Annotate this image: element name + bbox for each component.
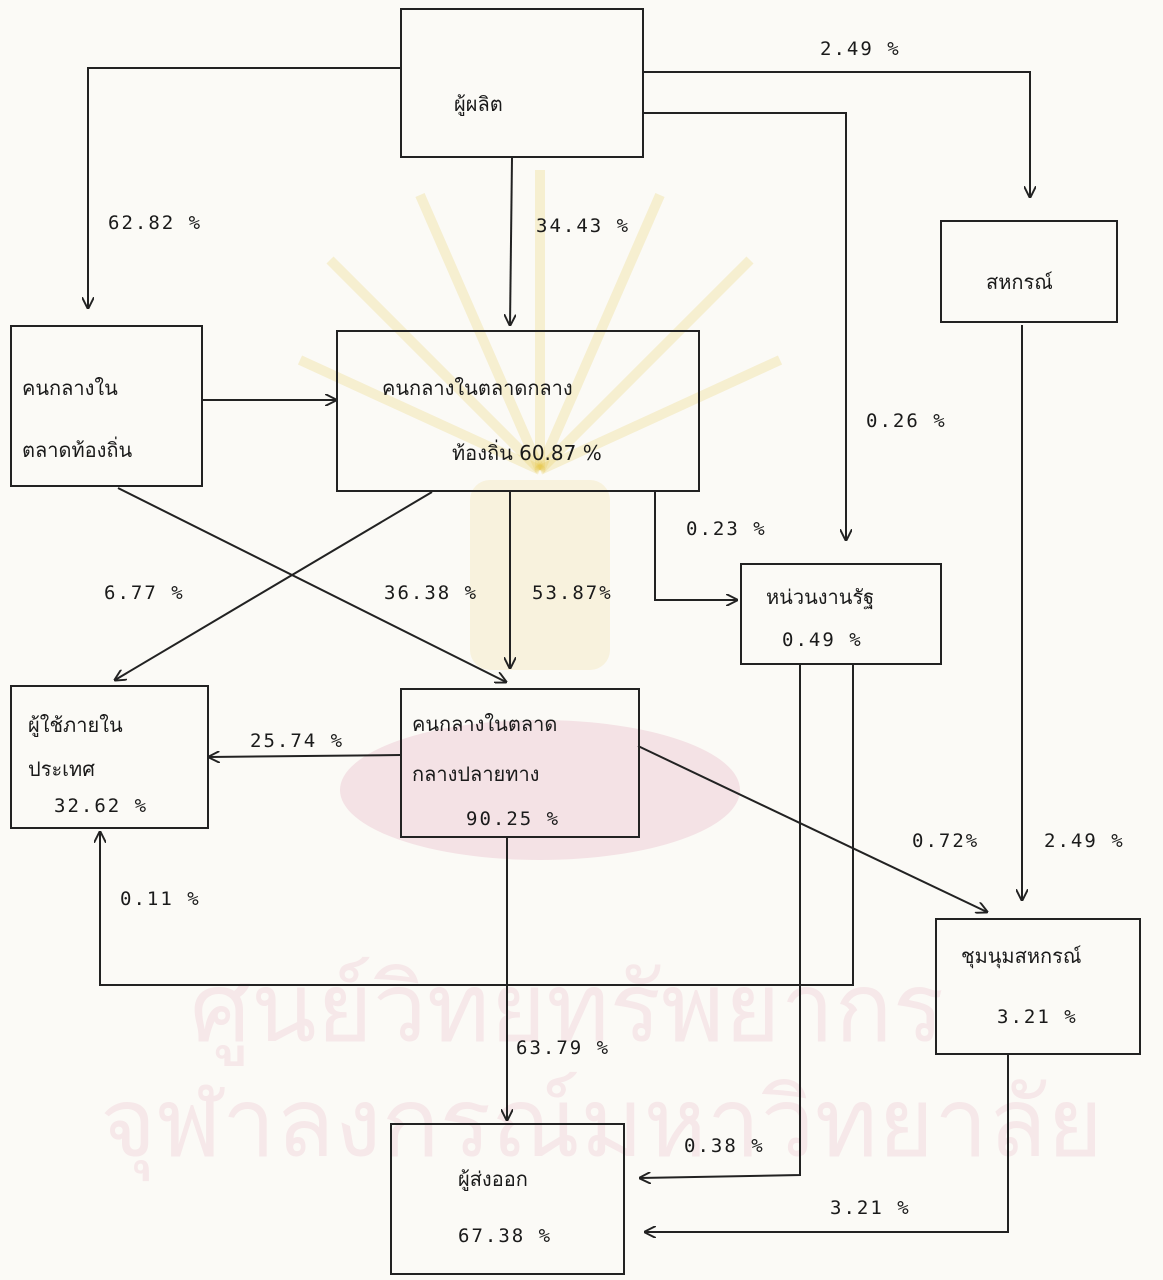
terminal-middleman-label-line-1: คนกลางในตลาด xyxy=(412,712,558,736)
exporter-box: ผู้ส่งออก 67.38 % xyxy=(390,1123,625,1275)
terminal-middleman-share: 90.25 % xyxy=(466,808,561,830)
flow-label: 0.26 % xyxy=(866,410,947,432)
terminal-middleman-label-line-2: กลางปลายทาง xyxy=(412,762,540,786)
cooperative-label: สหกรณ์ xyxy=(986,270,1053,294)
producer-label: ผู้ผลิต xyxy=(454,92,503,116)
government-agency-share: 0.49 % xyxy=(782,629,863,651)
flow-label: 62.82 % xyxy=(108,212,203,234)
flow-label: 0.72% xyxy=(912,830,980,852)
arrow-producer-to-cooperative xyxy=(644,71,1030,197)
arrow-coop-federation-to-exporter xyxy=(645,1055,1009,1232)
flow-label: 6.77 % xyxy=(104,582,185,604)
arrow-government-to-exporter xyxy=(640,665,801,1178)
flow-label: 25.74 % xyxy=(250,730,345,752)
flow-label: 53.87% xyxy=(532,582,613,604)
arrow-central-middleman-to-government xyxy=(654,492,737,600)
arrow-producer-to-government xyxy=(644,112,846,540)
domestic-users-share: 32.62 % xyxy=(54,795,149,817)
government-agency-box: หน่วนงานรัฐ 0.49 % xyxy=(740,563,942,665)
arrow-government-to-domestic-users xyxy=(100,665,854,986)
arrow-terminal-middleman-to-domestic-users xyxy=(209,755,401,757)
flow-label: 3.21 % xyxy=(830,1197,911,1219)
flow-label: 34.43 % xyxy=(536,215,631,237)
arrow-local-middleman-to-terminal-middleman xyxy=(117,487,506,682)
domestic-users-box: ผู้ใช้ภายใน ประเทศ 32.62 % xyxy=(10,685,209,829)
flow-label: 0.11 % xyxy=(120,888,201,910)
local-middleman-label-line-1: คนกลางใน xyxy=(22,376,118,400)
flow-label: 2.49 % xyxy=(1044,830,1125,852)
exporter-label: ผู้ส่งออก xyxy=(458,1167,528,1191)
domestic-users-label-line-2: ประเทศ xyxy=(28,757,95,781)
cooperative-box: สหกรณ์ xyxy=(940,220,1118,323)
central-middleman-label-line-1: คนกลางในตลาดกลาง xyxy=(382,376,573,400)
producer-box: ผู้ผลิต xyxy=(400,8,644,158)
arrow-producer-to-local-middleman xyxy=(88,67,400,308)
flow-label: 0.23 % xyxy=(686,518,767,540)
local-middleman-label-line-2: ตลาดท้องถิ่น xyxy=(22,438,133,462)
exporter-share: 67.38 % xyxy=(458,1225,553,1247)
coop-federation-box: ชุมนุมสหกรณ์ 3.21 % xyxy=(935,918,1141,1055)
arrow-central-middleman-to-domestic-users xyxy=(115,491,433,680)
coop-federation-label: ชุมนุมสหกรณ์ xyxy=(961,944,1082,968)
arrow-terminal-middleman-to-coop-federation xyxy=(637,745,987,912)
flow-label: 63.79 % xyxy=(516,1037,611,1059)
flow-label: 2.49 % xyxy=(820,38,901,60)
coop-federation-share: 3.21 % xyxy=(997,1006,1078,1028)
central-middleman-box: คนกลางในตลาดกลาง ท้องถิ่น 60.87 % xyxy=(336,330,700,492)
government-agency-label: หน่วนงานรัฐ xyxy=(766,585,875,609)
local-middleman-box: คนกลางใน ตลาดท้องถิ่น xyxy=(10,325,203,487)
flow-label: 36.38 % xyxy=(384,582,479,604)
arrow-producer-to-central-middleman xyxy=(510,157,512,325)
central-middleman-label-line-2: ท้องถิ่น 60.87 % xyxy=(452,441,602,465)
domestic-users-label-line-1: ผู้ใช้ภายใน xyxy=(28,713,123,737)
terminal-middleman-box: คนกลางในตลาด กลางปลายทาง 90.25 % xyxy=(400,688,640,838)
flow-label: 0.38 % xyxy=(684,1135,765,1157)
